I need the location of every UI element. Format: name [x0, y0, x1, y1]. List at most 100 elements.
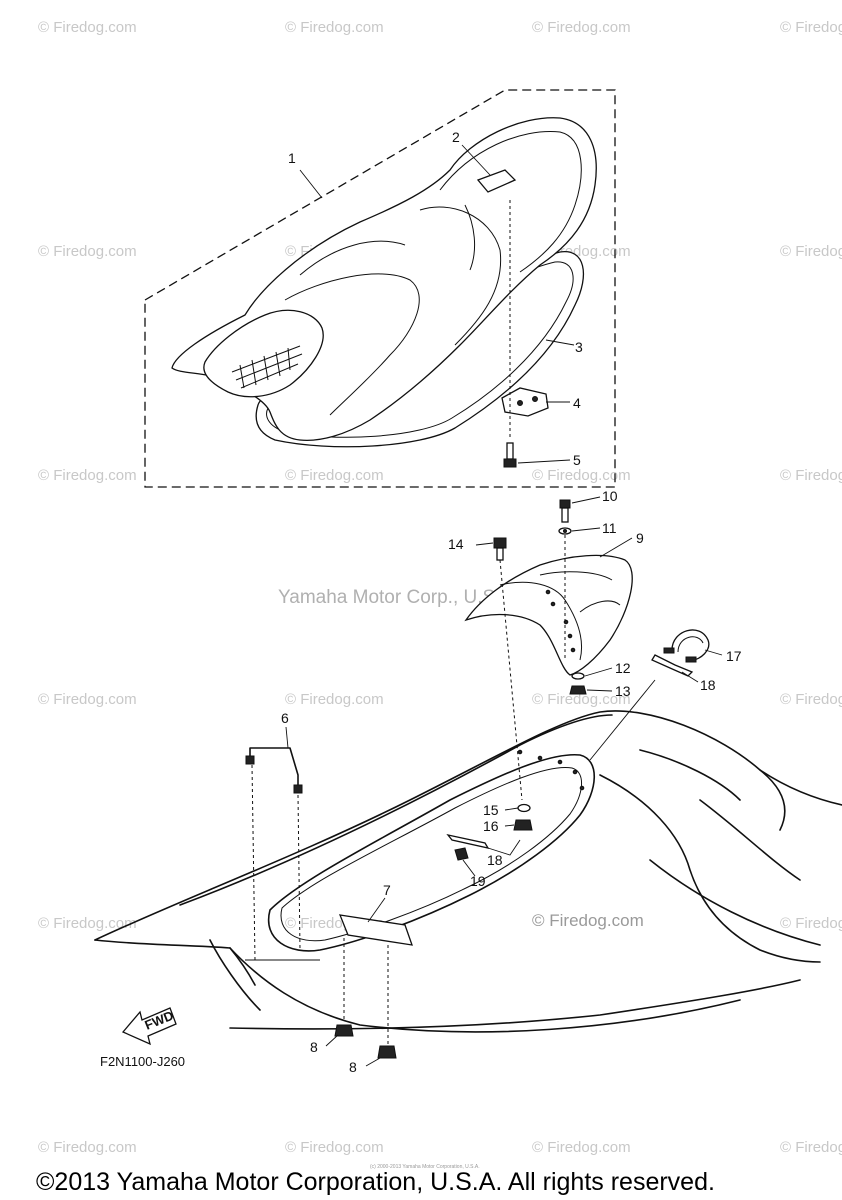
hull-side	[759, 769, 842, 806]
seat-well-inner	[280, 766, 582, 942]
seat-contour	[299, 240, 406, 276]
callout-8: 8	[310, 1039, 318, 1055]
hull-side	[229, 947, 741, 1033]
watermark: © Firedog.com	[532, 19, 631, 36]
watermark: © Firedog.com	[780, 243, 842, 260]
seat-rear-opening	[203, 309, 324, 398]
callout-12: 12	[615, 660, 631, 676]
bolt-10	[559, 499, 571, 523]
seat-contour	[439, 131, 582, 273]
callout-numbers: 1 2 3 4 5 6 7 8 8 9 10 11 12 13 14 15 16…	[281, 129, 742, 1075]
watermark: © Firedog.com	[285, 1139, 384, 1156]
rear-seat-holes	[545, 589, 576, 653]
hull-side	[649, 859, 821, 946]
rear-seat-contour	[539, 571, 613, 581]
diagram-code: F2N1100-J260	[100, 1054, 185, 1069]
grab-handle-17	[663, 629, 710, 663]
callout-16: 16	[483, 818, 499, 834]
watermark: © Firedog.com	[38, 915, 137, 932]
seat-contour	[464, 204, 475, 271]
bolt-14	[493, 537, 507, 561]
seat-well	[267, 753, 596, 952]
callout-5: 5	[573, 452, 581, 468]
seat-bolt	[503, 442, 517, 468]
watermark-prominent: © Firedog.com	[532, 911, 644, 930]
hull-side	[229, 979, 801, 1030]
seat-bracket	[501, 387, 549, 417]
callout-7: 7	[383, 882, 391, 898]
washer-15	[517, 803, 531, 813]
bracket-18-lower	[446, 833, 490, 849]
footer-copyright: ©2013 Yamaha Motor Corporation, U.S.A. A…	[36, 1168, 715, 1196]
watermark: © Firedog.com	[780, 915, 842, 932]
hull-side	[229, 947, 256, 986]
callout-18: 18	[700, 677, 716, 693]
callout-8: 8	[349, 1059, 357, 1075]
seat-label	[476, 169, 517, 193]
callout-15: 15	[483, 802, 499, 818]
hull-deck	[94, 710, 842, 1059]
rear-seat-contour	[499, 581, 583, 661]
callout-13: 13	[615, 683, 631, 699]
seat-rear-grille	[231, 345, 303, 389]
callout-1: 1	[288, 150, 296, 166]
bolt-19	[454, 847, 469, 861]
hull-outline	[94, 710, 786, 941]
nut-16	[513, 819, 533, 831]
callout-6: 6	[281, 710, 289, 726]
hull-side	[599, 774, 821, 963]
watermark: © Firedog.com	[532, 467, 631, 484]
watermark: © Firedog.com	[38, 1139, 137, 1156]
nut-8	[377, 1045, 397, 1059]
hull-side	[94, 939, 231, 949]
rear-seat-assembly	[464, 499, 633, 801]
seat-well-holes	[517, 749, 585, 791]
hull-side	[639, 749, 741, 801]
hull-side	[209, 939, 261, 1011]
watermark: © Firedog.com	[38, 691, 137, 708]
watermark: © Firedog.com	[38, 467, 137, 484]
rear-seat-contour	[579, 600, 621, 613]
watermark: © Firedog.com	[38, 19, 137, 36]
tiny-notice: (c) 2000-2013 Yamaha Motor Corporation, …	[370, 1164, 480, 1170]
stay-6	[245, 747, 303, 794]
callout-2: 2	[452, 129, 460, 145]
watermark: © Firedog.com	[780, 19, 842, 36]
center-watermark: Yamaha Motor Corp., U.S.A.	[278, 587, 518, 608]
nut-13	[569, 685, 587, 695]
assembly-axis	[499, 559, 523, 801]
callout-11: 11	[602, 520, 617, 536]
watermark: © Firedog.com	[285, 467, 384, 484]
callout-14: 14	[448, 536, 464, 552]
callout-3: 3	[575, 339, 583, 355]
callout-17: 17	[726, 648, 742, 664]
bracket-hole	[532, 396, 538, 402]
nut-8	[334, 1024, 354, 1037]
bracket-hole	[517, 400, 523, 406]
watermark: © Firedog.com	[532, 691, 631, 708]
callout-18: 18	[487, 852, 503, 868]
washer-12	[571, 672, 585, 680]
watermark: © Firedog.com	[285, 691, 384, 708]
watermark: © Firedog.com	[532, 1139, 631, 1156]
callout-10: 10	[602, 488, 618, 504]
leader-lines	[285, 144, 723, 1067]
seat-contour	[284, 273, 420, 416]
hull-side	[699, 799, 801, 881]
plate-7	[338, 914, 413, 946]
watermark: © Firedog.com	[780, 1139, 842, 1156]
watermark: © Firedog.com	[780, 691, 842, 708]
watermark: © Firedog.com	[285, 19, 384, 36]
callout-19: 19	[470, 873, 486, 889]
hull-outline	[179, 714, 613, 906]
assembly-axis	[251, 764, 256, 961]
seat-assembly	[171, 117, 597, 468]
assembly-axis	[297, 794, 301, 951]
watermark: © Firedog.com	[780, 467, 842, 484]
fwd-arrow: FWD	[121, 1007, 177, 1046]
seat-contour	[419, 206, 502, 346]
rear-seat-body	[464, 554, 633, 676]
callout-4: 4	[573, 395, 581, 411]
callout-9: 9	[636, 530, 644, 546]
washer-11-hole	[563, 529, 567, 533]
